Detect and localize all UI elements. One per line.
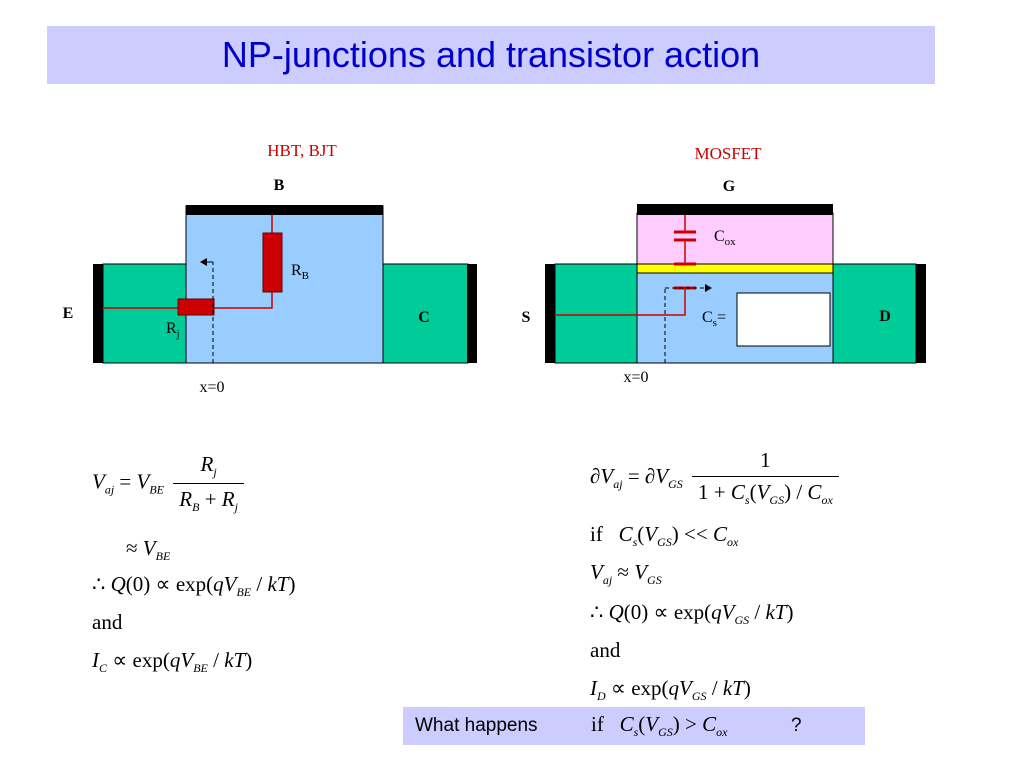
bjt-emitter-label: E: [63, 305, 74, 322]
mosfet-cox-label: Cox: [714, 228, 736, 248]
mosfet-drain-contact: [916, 264, 926, 363]
bjt-heading: HBT, BJT: [267, 141, 337, 160]
bjt-eq-ic: IC ∝ exp(qVBE / kT): [92, 648, 253, 675]
title-bar: NP-junctions and transistor action: [47, 26, 935, 84]
mosfet-source-wire: [555, 288, 686, 316]
mos-eq-fraction: 1 1 + Cs(VGS) / Cox: [692, 448, 839, 508]
mosfet-oxide-region: [636, 212, 834, 265]
bjt-eq-approx: ≈ VBE: [126, 536, 171, 563]
page-title: NP-junctions and transistor action: [221, 34, 761, 75]
mosfet-source-contact: [545, 264, 555, 363]
bjt-collector-contact: [467, 264, 477, 363]
bjt-collector-region: [382, 263, 469, 364]
mos-eq-approx: Vaj ≈ VGS: [590, 560, 662, 587]
mos-eq-if: if Cs(VGS) << Cox: [590, 522, 739, 549]
question-condition: if Cs(VGS) > Cox: [591, 712, 728, 739]
bjt-rj-label: Rj: [166, 320, 180, 340]
mos-eq-dvaj: ∂Vaj = ∂VGS 1 1 + Cs(VGS) / Cox: [590, 448, 843, 508]
mos-eq-q0: ∴ Q(0) ∝ exp(qVGS / kT): [590, 600, 794, 627]
bjt-x0-label: x=0: [199, 379, 224, 396]
bjt-rb-bottom-wire: [214, 292, 273, 309]
bjt-rb-label: RB: [291, 262, 309, 282]
mosfet-arrow-head: [705, 284, 712, 292]
mosfet-gate-contact: [637, 204, 833, 215]
mosfet-diagram: MOSFET G Cox Cs= S D x=0: [522, 144, 926, 386]
question-label: What happens: [415, 715, 538, 736]
mosfet-source-region: [554, 263, 638, 364]
mos-eq-id: ID ∝ exp(qVGS / kT): [590, 676, 751, 703]
mosfet-drain-region: [832, 263, 917, 364]
bjt-eq-and: and: [92, 610, 123, 634]
question-mark: ?: [791, 715, 802, 736]
bjt-emitter-region: [102, 263, 187, 364]
bjt-base-region: [185, 205, 384, 364]
bjt-eq-q0: ∴ Q(0) ∝ exp(qVBE / kT): [92, 572, 296, 599]
mosfet-gate-layer: [636, 263, 834, 274]
bjt-base-label: B: [274, 177, 285, 194]
question-bar: What happens if Cs(VGS) > Cox ?: [403, 707, 865, 745]
bjt-rb-resistor: [262, 232, 283, 293]
bjt-arrow-head: [200, 258, 207, 266]
bjt-diagram: HBT, BJT B RB Rj E C x=0: [63, 141, 477, 396]
mosfet-drain-label: D: [879, 308, 891, 325]
mosfet-gate-label: G: [723, 178, 736, 195]
bjt-base-contact: [186, 205, 383, 215]
mosfet-source-label: S: [522, 309, 531, 326]
bjt-emitter-contact: [93, 264, 103, 363]
mosfet-cs-value-box: [736, 292, 831, 347]
mosfet-cs-label: Cs=: [702, 309, 726, 329]
bjt-eq-vaj: Vaj = VBE Rj RB + Rj: [92, 452, 248, 515]
mos-eq-and: and: [590, 638, 621, 662]
mosfet-heading: MOSFET: [694, 144, 762, 163]
bjt-rj-resistor: [177, 298, 215, 316]
bjt-eq-fraction: Rj RB + Rj: [173, 452, 244, 515]
bjt-collector-label: C: [418, 309, 430, 326]
mosfet-x0-label: x=0: [623, 369, 648, 386]
